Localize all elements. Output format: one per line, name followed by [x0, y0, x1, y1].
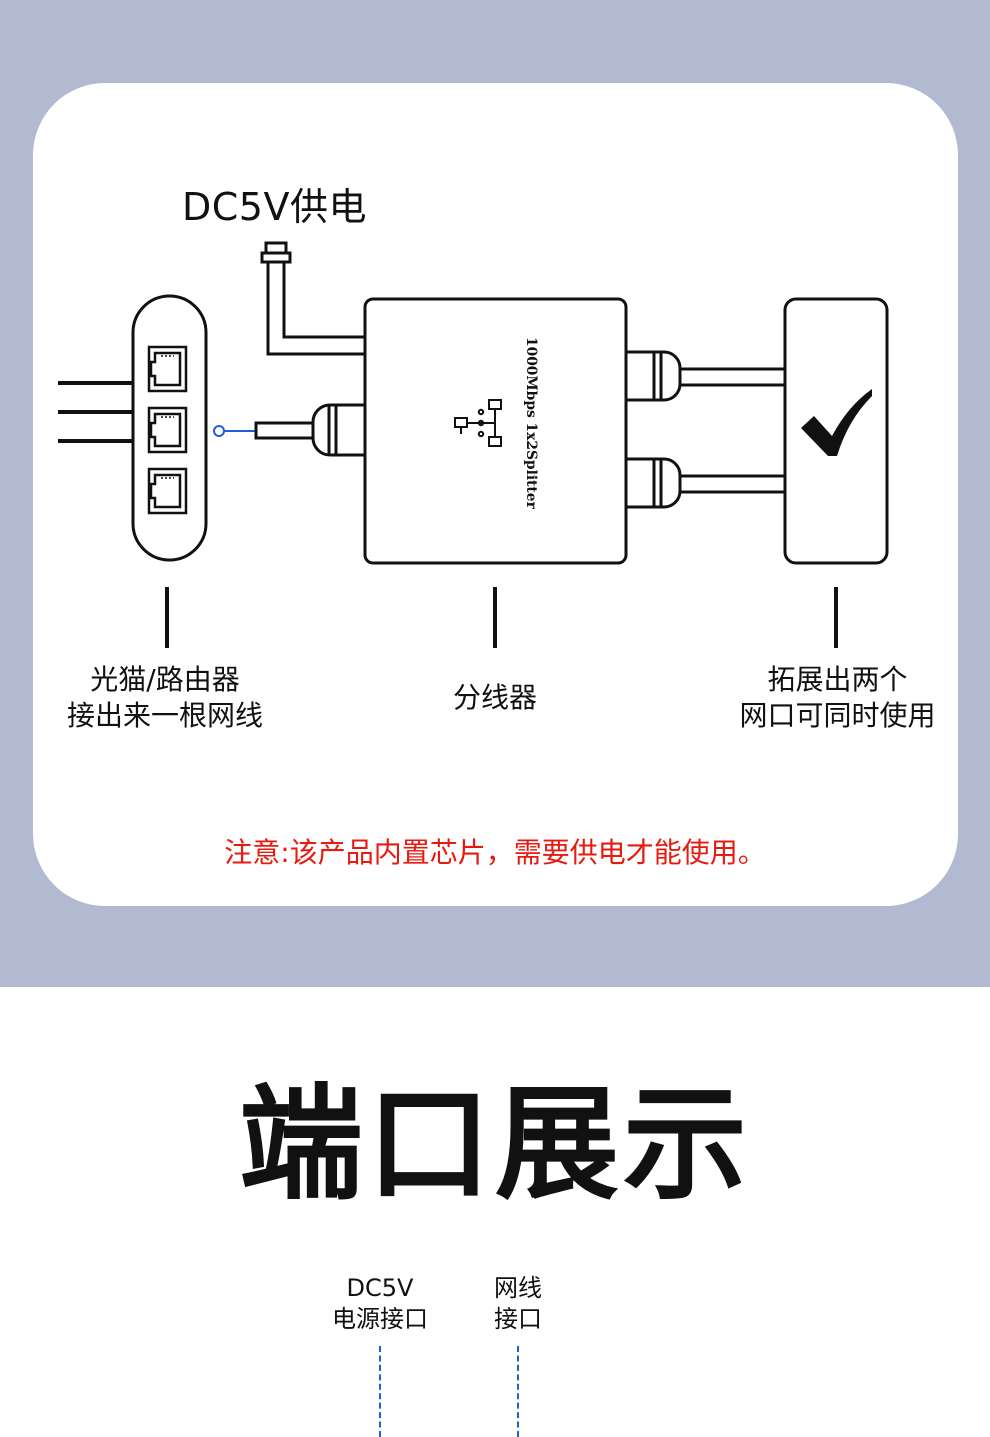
power-port-line1: DC5V — [346, 1274, 414, 1302]
modem-router-label: 光猫/路由器 接出来一根网线 — [40, 662, 290, 734]
power-port-label: DC5V 电源接口 — [318, 1273, 442, 1335]
rj45-port-icon — [147, 345, 188, 393]
power-cable — [260, 241, 366, 356]
section-title: 端口展示 — [238, 1073, 751, 1217]
output-label-line2: 网口可同时使用 — [739, 699, 936, 732]
power-supply-title: DC5V供电 — [182, 185, 367, 229]
network-topology-icon — [454, 399, 502, 447]
network-port-line2: 接口 — [494, 1305, 542, 1333]
splitter-device-text: 1000Mbps 1x2Splitter — [523, 337, 539, 509]
input-cable — [254, 403, 368, 457]
incoming-cables — [58, 381, 133, 443]
network-port-label: 网线 接口 — [468, 1273, 568, 1335]
connection-diagram — [58, 241, 889, 648]
rj45-port-icon — [147, 406, 188, 454]
output-label: 拓展出两个 网口可同时使用 — [710, 662, 965, 734]
power-port-line2: 电源接口 — [332, 1305, 428, 1333]
splitter-label: 分线器 — [452, 681, 537, 714]
pointer-lines — [165, 587, 838, 648]
modem-router — [131, 294, 208, 562]
output-cable-bottom — [624, 457, 788, 509]
rj45-port-icon — [147, 467, 188, 515]
splitter-label-area: 1000Mbps 1x2Splitter — [481, 337, 571, 527]
modem-label-line1: 光猫/路由器 — [90, 663, 240, 696]
output-cable-top — [624, 350, 788, 402]
power-note: 注意:该产品内置芯片，需要供电才能使用。 — [224, 836, 766, 869]
connection-indicator — [213, 425, 257, 437]
modem-label-line2: 接出来一根网线 — [66, 699, 263, 732]
power-port-pointer — [379, 1346, 381, 1437]
checkmark-icon — [801, 389, 872, 456]
network-port-pointer — [517, 1346, 519, 1437]
network-port-line1: 网线 — [494, 1274, 542, 1302]
output-label-line1: 拓展出两个 — [767, 663, 908, 696]
